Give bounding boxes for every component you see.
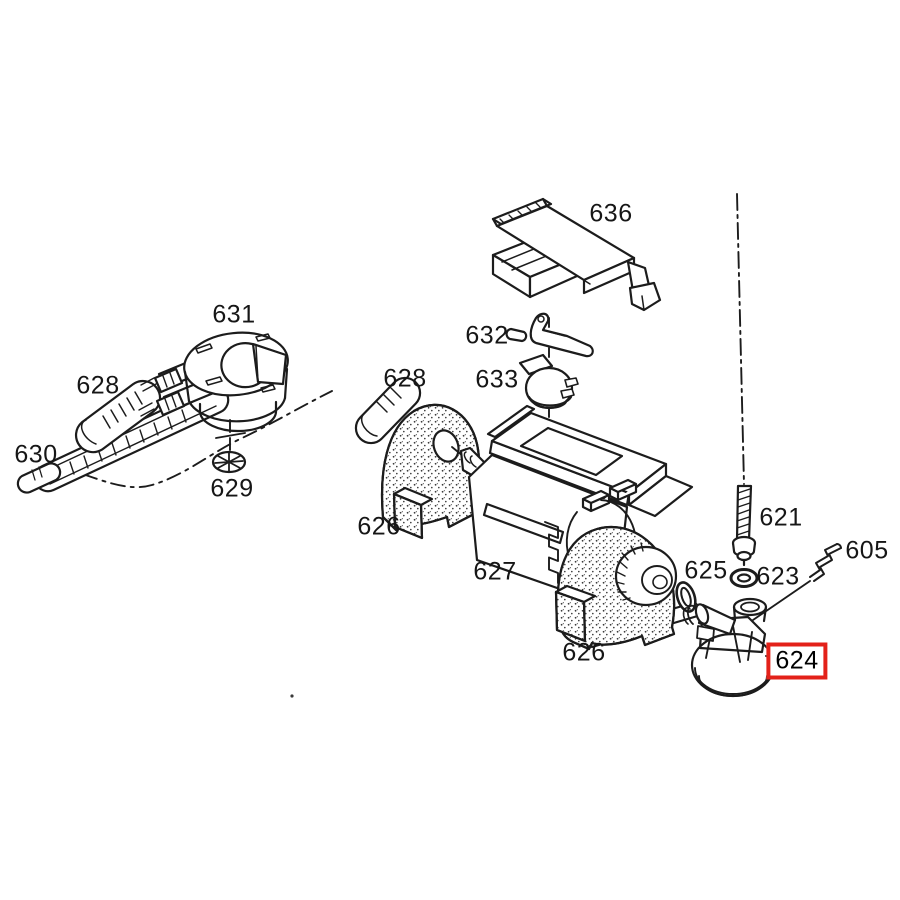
hose-end-fitting — [16, 462, 62, 494]
part-621-valve-screw — [731, 484, 757, 567]
part-label-605: 605 — [845, 536, 889, 565]
part-628-sleeve-right — [354, 376, 422, 445]
part-label-626-2: 626 — [562, 638, 606, 667]
part-626-mount-left — [380, 403, 481, 540]
part-label-631: 631 — [212, 300, 256, 329]
part-625-oring — [675, 581, 697, 613]
part-label-636: 636 — [589, 199, 633, 228]
part-label-628: 628 — [76, 371, 120, 400]
part-label-625: 625 — [684, 556, 728, 585]
part-632-lever — [505, 312, 594, 358]
part-633-thermostat — [518, 353, 579, 410]
part-label-629: 629 — [210, 474, 254, 503]
part-label-626: 626 — [357, 512, 401, 541]
part-605-clip — [809, 543, 842, 582]
part-628-sleeve-left — [74, 379, 162, 454]
part-626-mount-right — [554, 525, 678, 651]
cone-ribs — [615, 542, 644, 601]
hose-ribs — [69, 409, 187, 475]
sleeve-hatch — [102, 391, 143, 429]
valve-axis-centerline — [736, 193, 745, 485]
part-label-633: 633 — [475, 365, 519, 394]
part-label-621: 621 — [759, 503, 803, 532]
part-629-washer — [211, 450, 247, 474]
part-label-623: 623 — [756, 562, 800, 591]
axis-tick — [215, 432, 246, 439]
part-636-bracket — [491, 197, 662, 312]
part-label-627: 627 — [473, 557, 517, 586]
top-slots — [195, 333, 276, 393]
clip-leader-line — [752, 580, 811, 621]
part-623-seal — [729, 568, 759, 588]
hose-routing-centerline — [55, 390, 333, 489]
part-label-630: 630 — [14, 440, 58, 469]
part-631-flow-unit — [183, 331, 289, 433]
part-630-hose — [16, 385, 230, 494]
part-label-632: 632 — [465, 321, 509, 350]
print-speck — [290, 694, 294, 698]
part-label-628-2: 628 — [383, 364, 427, 393]
part-label-624[interactable]: 624 — [766, 642, 828, 680]
part-624-pump-head — [682, 597, 776, 698]
